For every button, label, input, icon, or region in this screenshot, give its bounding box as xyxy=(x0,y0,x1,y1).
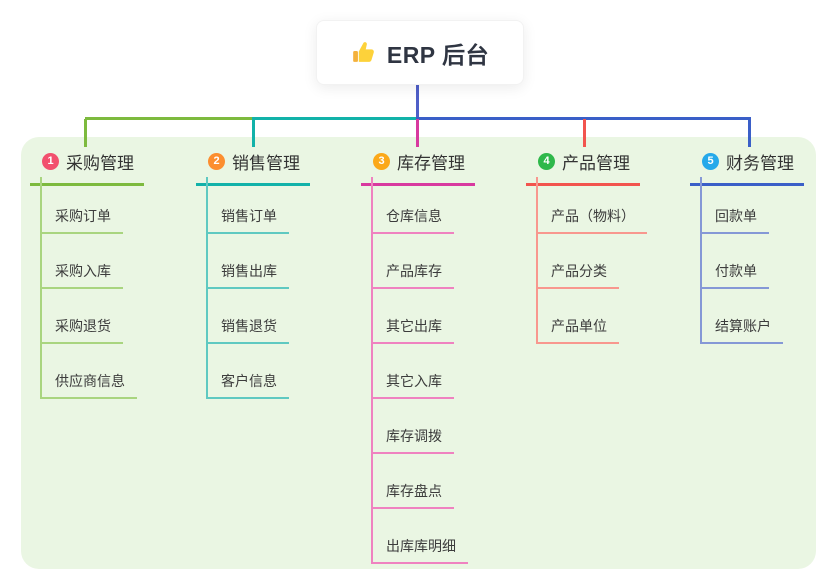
child-node[interactable]: 客户信息 xyxy=(206,372,289,399)
child-node[interactable]: 其它入库 xyxy=(371,372,454,399)
connector-drop-3 xyxy=(416,119,419,147)
connector-drop-4 xyxy=(583,119,586,147)
connector-rail-blue xyxy=(416,117,751,120)
branch-number-badge: 3 xyxy=(373,153,390,170)
child-node[interactable]: 产品（物料） xyxy=(536,207,647,234)
child-node[interactable]: 付款单 xyxy=(700,262,769,289)
branch-number-badge: 5 xyxy=(702,153,719,170)
child-node[interactable]: 出库库明细 xyxy=(371,537,468,564)
branch-header-inventory[interactable]: 3 库存管理 xyxy=(361,149,475,186)
branch-header-purchase[interactable]: 1 采购管理 xyxy=(30,149,144,186)
branch-header-product[interactable]: 4 产品管理 xyxy=(526,149,640,186)
connector-drop-2 xyxy=(252,119,255,147)
child-node[interactable]: 其它出库 xyxy=(371,317,454,344)
connector-drop-5 xyxy=(748,119,751,147)
child-node[interactable]: 仓库信息 xyxy=(371,207,454,234)
child-node[interactable]: 销售出库 xyxy=(206,262,289,289)
connector-rail-green xyxy=(85,117,255,120)
branch-number-badge: 4 xyxy=(538,153,555,170)
branch-child-line xyxy=(371,177,373,564)
branch-purchase: 1 采购管理 采购订单 采购入库 采购退货 供应商信息 xyxy=(30,149,144,399)
child-node[interactable]: 库存盘点 xyxy=(371,482,454,509)
child-node[interactable]: 产品单位 xyxy=(536,317,619,344)
thumbs-up-icon xyxy=(351,40,377,66)
child-node[interactable]: 产品库存 xyxy=(371,262,454,289)
connector-root-stem xyxy=(416,83,419,119)
connector-rail-teal xyxy=(252,117,418,120)
child-node[interactable]: 库存调拨 xyxy=(371,427,454,454)
connector-drop-1 xyxy=(84,119,87,147)
child-node[interactable]: 产品分类 xyxy=(536,262,619,289)
branch-number-badge: 2 xyxy=(208,153,225,170)
branch-title: 产品管理 xyxy=(562,154,630,173)
child-node[interactable]: 回款单 xyxy=(700,207,769,234)
branch-title: 财务管理 xyxy=(726,154,794,173)
branch-title: 销售管理 xyxy=(232,154,300,173)
branch-title: 库存管理 xyxy=(397,154,465,173)
branch-number-badge: 1 xyxy=(42,153,59,170)
branch-child-line xyxy=(700,177,702,344)
branches-panel xyxy=(21,137,816,569)
branch-product: 4 产品管理 产品（物料） 产品分类 产品单位 xyxy=(526,149,647,344)
child-node[interactable]: 销售退货 xyxy=(206,317,289,344)
branch-child-line xyxy=(536,177,538,344)
child-node[interactable]: 供应商信息 xyxy=(40,372,137,399)
child-node[interactable]: 销售订单 xyxy=(206,207,289,234)
root-title: ERP 后台 xyxy=(386,41,490,68)
branch-finance: 5 财务管理 回款单 付款单 结算账户 xyxy=(690,149,804,344)
branch-inventory: 3 库存管理 仓库信息 产品库存 其它出库 其它入库 库存调拨 库存盘点 出库库… xyxy=(361,149,475,564)
child-node[interactable]: 采购退货 xyxy=(40,317,123,344)
branch-header-sales[interactable]: 2 销售管理 xyxy=(196,149,310,186)
child-node[interactable]: 采购入库 xyxy=(40,262,123,289)
branch-header-finance[interactable]: 5 财务管理 xyxy=(690,149,804,186)
branch-title: 采购管理 xyxy=(66,154,134,173)
branch-sales: 2 销售管理 销售订单 销售出库 销售退货 客户信息 xyxy=(196,149,310,399)
child-node[interactable]: 结算账户 xyxy=(700,317,783,344)
child-node[interactable]: 采购订单 xyxy=(40,207,123,234)
root-node[interactable]: ERP 后台 xyxy=(316,20,524,85)
